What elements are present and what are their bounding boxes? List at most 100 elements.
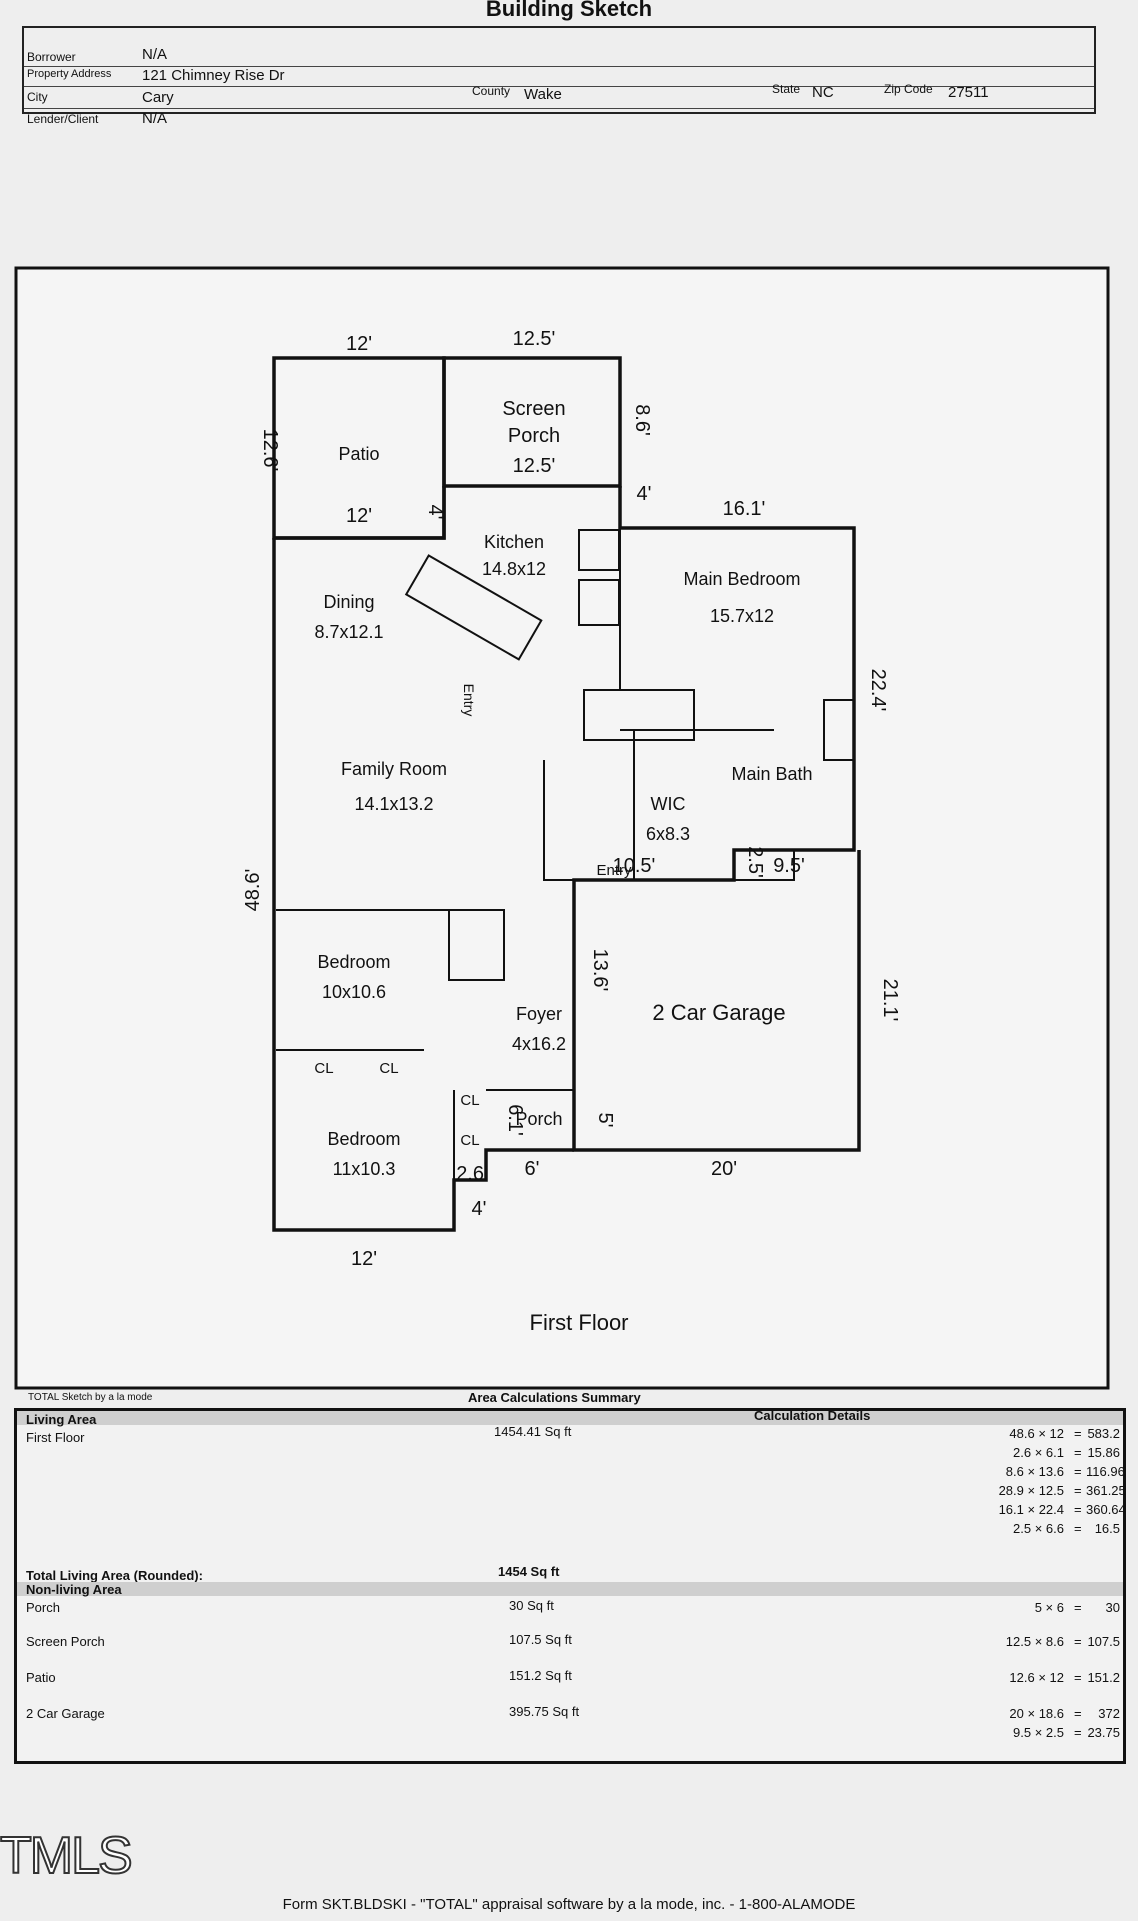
nonliving-area: 107.5 Sq ft bbox=[509, 1632, 572, 1647]
dim-label: 9.5' bbox=[773, 855, 805, 877]
state-label: State bbox=[772, 82, 801, 96]
address-label: Property Address bbox=[27, 68, 112, 80]
floor-plan-svg: Patio Screen Porch Kitchen 14.8x12 Dinin… bbox=[14, 266, 1110, 1390]
room-name: WIC bbox=[651, 794, 686, 814]
dim-label: 12' bbox=[346, 505, 372, 527]
closet-label: CL bbox=[379, 1060, 398, 1077]
dim-label: 13.6' bbox=[589, 949, 611, 992]
header-row-city: City Cary County Wake State NC Zip Code … bbox=[24, 82, 1094, 109]
room-name: Bedroom bbox=[327, 1129, 400, 1149]
borrower-value: N/A bbox=[142, 46, 168, 63]
room-size: 10x10.6 bbox=[322, 982, 386, 1002]
dim-label: 6' bbox=[525, 1158, 540, 1180]
city-label: City bbox=[27, 90, 48, 104]
dim-label: 12' bbox=[346, 333, 372, 355]
dim-label: 4' bbox=[637, 483, 652, 505]
nonliving-calc-result: 107.5 bbox=[1087, 1634, 1120, 1649]
first-floor-calc-expr: 16.1 × 22.4 bbox=[998, 1502, 1064, 1517]
area-calculations-summary: TOTAL Sketch by a la mode Area Calculati… bbox=[14, 1388, 1126, 1764]
total-living-label: Total Living Area (Rounded): bbox=[26, 1568, 203, 1583]
nonliving-calc-result: 23.75 bbox=[1087, 1725, 1120, 1740]
nonliving-label: Non-living Area bbox=[26, 1582, 122, 1597]
room-size: 14.8x12 bbox=[482, 559, 546, 579]
room-size: 6x8.3 bbox=[646, 824, 690, 844]
form-footer: Form SKT.BLDSKI - "TOTAL" appraisal soft… bbox=[282, 1896, 856, 1913]
room-name: Main Bath bbox=[731, 764, 812, 784]
floor-plan-frame: Patio Screen Porch Kitchen 14.8x12 Dinin… bbox=[14, 250, 1126, 1760]
room-name: 2 Car Garage bbox=[652, 1000, 785, 1025]
first-floor-calc-result: 360.64 bbox=[1086, 1502, 1126, 1517]
dim-label: 16.1' bbox=[723, 498, 766, 520]
room-size: 15.7x12 bbox=[710, 606, 774, 626]
nonliving-name: Patio bbox=[26, 1670, 56, 1685]
document-title: Building Sketch bbox=[485, 0, 653, 21]
dim-label: 12.6' bbox=[259, 429, 281, 472]
interior-walls bbox=[276, 528, 855, 1180]
room-name: Bedroom bbox=[317, 952, 390, 972]
nonliving-calc-equals: = bbox=[1074, 1706, 1082, 1721]
room-name: Screen bbox=[502, 398, 565, 420]
plan-border bbox=[14, 266, 1110, 1390]
first-floor-calc-result: 583.2 bbox=[1087, 1426, 1120, 1441]
dim-label: 12.5' bbox=[513, 328, 556, 350]
dim-label: 4' bbox=[424, 505, 446, 520]
dim-label: 8.6' bbox=[631, 404, 653, 436]
nonliving-calc-result: 372 bbox=[1098, 1706, 1120, 1721]
nonliving-calc-result: 30 bbox=[1105, 1600, 1120, 1615]
nonliving-area: 395.75 Sq ft bbox=[509, 1704, 580, 1719]
lender-value: N/A bbox=[142, 110, 168, 127]
dim-label: 48.6' bbox=[242, 869, 264, 912]
header-row-lender: Lender/Client N/A bbox=[24, 108, 1094, 130]
room-size: 8.7x12.1 bbox=[314, 622, 383, 642]
property-header-table: Borrower N/A Property Address 121 Chimne… bbox=[22, 26, 1096, 127]
dim-label: 21.1' bbox=[879, 979, 901, 1022]
entry-label: Entry bbox=[596, 862, 632, 879]
dimension-labels: 12' 12.5' 12.5' 12' 16.1' 10.5' 9.5' 20'… bbox=[242, 328, 901, 1270]
closet-label: CL bbox=[460, 1132, 479, 1149]
nonliving-calc-expr: 12.6 × 12 bbox=[1009, 1670, 1064, 1685]
county-value: Wake bbox=[524, 86, 562, 103]
room-name: Foyer bbox=[516, 1004, 562, 1024]
room-name: Family Room bbox=[341, 759, 447, 779]
room-name: Main Bedroom bbox=[683, 569, 800, 589]
dim-label: 20' bbox=[711, 1158, 737, 1180]
zip-label: Zip Code bbox=[884, 82, 933, 96]
nonliving-calc-equals: = bbox=[1074, 1634, 1082, 1649]
living-area-bar bbox=[17, 1411, 1123, 1425]
nonliving-calc-expr: 5 × 6 bbox=[1034, 1600, 1064, 1615]
dim-label: 5' bbox=[594, 1113, 616, 1128]
first-floor-calc-equals: = bbox=[1074, 1445, 1082, 1460]
header-row-address: Property Address 121 Chimney Rise Dr bbox=[24, 66, 1094, 87]
nonliving-name: Screen Porch bbox=[26, 1634, 105, 1649]
dim-label: 6.1' bbox=[504, 1104, 526, 1136]
nonliving-calc-equals: = bbox=[1074, 1600, 1082, 1615]
address-value: 121 Chimney Rise Dr bbox=[142, 67, 285, 84]
first-floor-calc-expr: 2.5 × 6.6 bbox=[1013, 1521, 1064, 1536]
first-floor-calc-expr: 2.6 × 6.1 bbox=[1013, 1445, 1064, 1460]
first-floor-calc-expr: 48.6 × 12 bbox=[1009, 1426, 1064, 1441]
room-name: Kitchen bbox=[484, 532, 544, 552]
first-floor-calc-equals: = bbox=[1074, 1464, 1082, 1479]
state-value: NC bbox=[812, 84, 834, 101]
first-floor-calc-result: 116.96 bbox=[1086, 1464, 1125, 1479]
borrower-label: Borrower bbox=[27, 50, 76, 64]
closet-label: CL bbox=[460, 1092, 479, 1109]
nonliving-area: 151.2 Sq ft bbox=[509, 1668, 572, 1683]
first-floor-calc-result: 361.25 bbox=[1086, 1483, 1126, 1498]
summary-title: Area Calculations Summary bbox=[468, 1390, 641, 1405]
nonliving-calc-result: 151.2 bbox=[1087, 1670, 1120, 1685]
dim-label: 2.5' bbox=[744, 846, 766, 878]
first-floor-calc-result: 15.86 bbox=[1087, 1445, 1120, 1460]
first-floor-calc-result: 16.5 bbox=[1094, 1521, 1120, 1536]
nonliving-name: Porch bbox=[26, 1600, 60, 1615]
nonliving-calc-expr: 12.5 × 8.6 bbox=[1005, 1634, 1064, 1649]
nonliving-calc-expr: 20 × 18.6 bbox=[1009, 1706, 1064, 1721]
calc-details-label: Calculation Details bbox=[754, 1408, 871, 1423]
header-row-borrower: Borrower N/A bbox=[24, 44, 1094, 67]
nonliving-bar bbox=[17, 1582, 1123, 1596]
nonliving-calc-equals: = bbox=[1074, 1670, 1082, 1685]
county-label: County bbox=[472, 84, 511, 98]
first-floor-calc-equals: = bbox=[1074, 1426, 1082, 1441]
first-floor-area: 1454.41 Sq ft bbox=[494, 1424, 572, 1439]
software-name: TOTAL Sketch by a la mode bbox=[28, 1392, 153, 1403]
